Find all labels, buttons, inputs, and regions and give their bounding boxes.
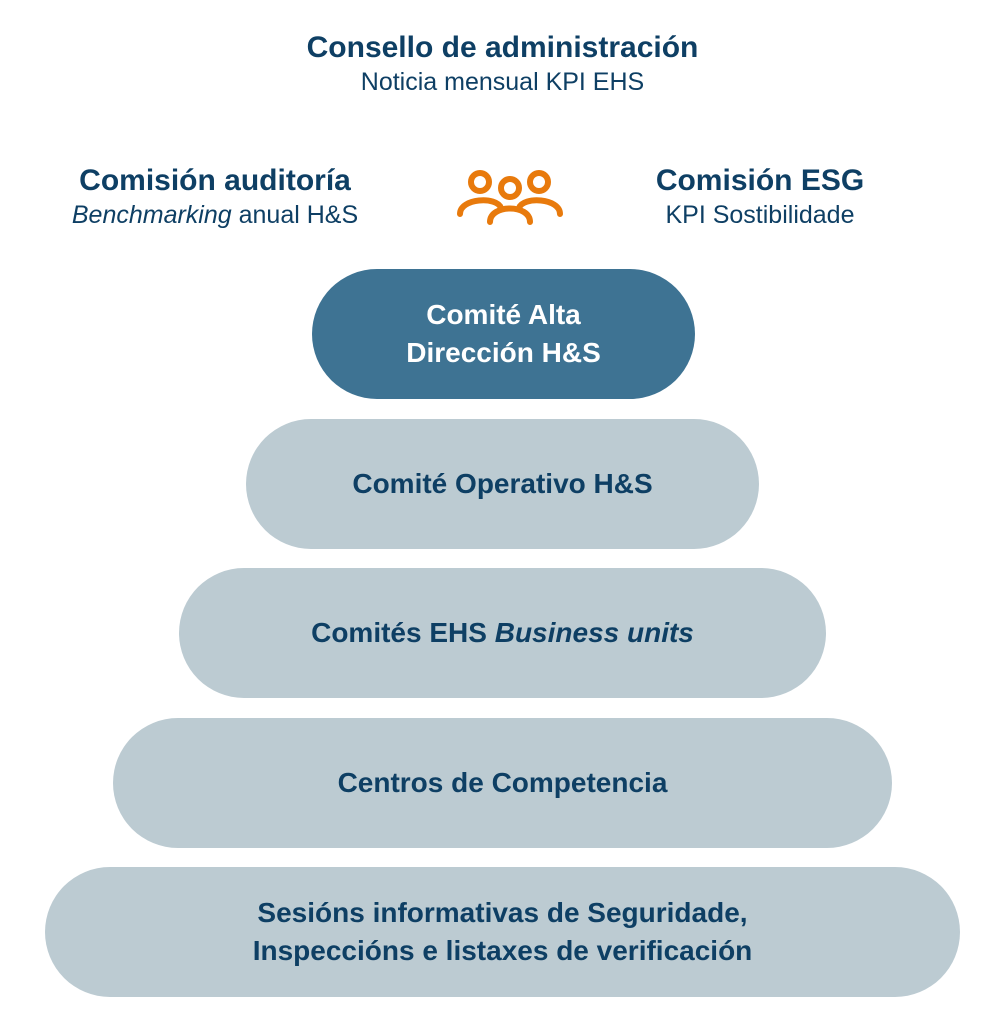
level-line: Sesións informativas de Seguridade, (257, 897, 748, 928)
audit-subtitle-rest: anual H&S (231, 201, 359, 229)
level-line: Inspeccións e listaxes de verificación (252, 935, 753, 966)
level-operational-committee: Comité Operativo H&S (246, 419, 759, 549)
board-block: Consello de administración Noticia mensu… (0, 30, 1005, 98)
board-subtitle: Noticia mensual KPI EHS (360, 68, 645, 96)
level-competence-centres: Centros de Competencia (113, 718, 892, 848)
level-business-units-committees: Comités EHS Business units (179, 568, 826, 698)
people-group-icon (455, 168, 565, 226)
audit-subtitle-italic: Benchmarking (71, 201, 232, 229)
level-label: Centros de Competencia (337, 767, 668, 798)
board-title: Consello de administración (306, 31, 699, 64)
level-label: Comités EHS (311, 617, 495, 648)
esg-subtitle: KPI Sostibilidade (665, 201, 855, 229)
audit-committee-block: Comisión auditoría Benchmarking anual H&… (20, 163, 410, 231)
audit-subtitle: Benchmarking anual H&S (20, 199, 410, 231)
level-label-italic: Business units (494, 617, 694, 648)
level-label: Comité Operativo H&S (352, 468, 653, 499)
level-line: Comité Alta (426, 299, 581, 330)
level-safety-sessions: Sesións informativas de Seguridade, Inspe… (45, 867, 960, 997)
level-line: Dirección H&S (406, 337, 601, 368)
audit-title: Comisión auditoría (79, 164, 351, 197)
esg-committee-block: Comisión ESG KPI Sostibilidade (610, 163, 910, 231)
esg-title: Comisión ESG (655, 164, 865, 197)
